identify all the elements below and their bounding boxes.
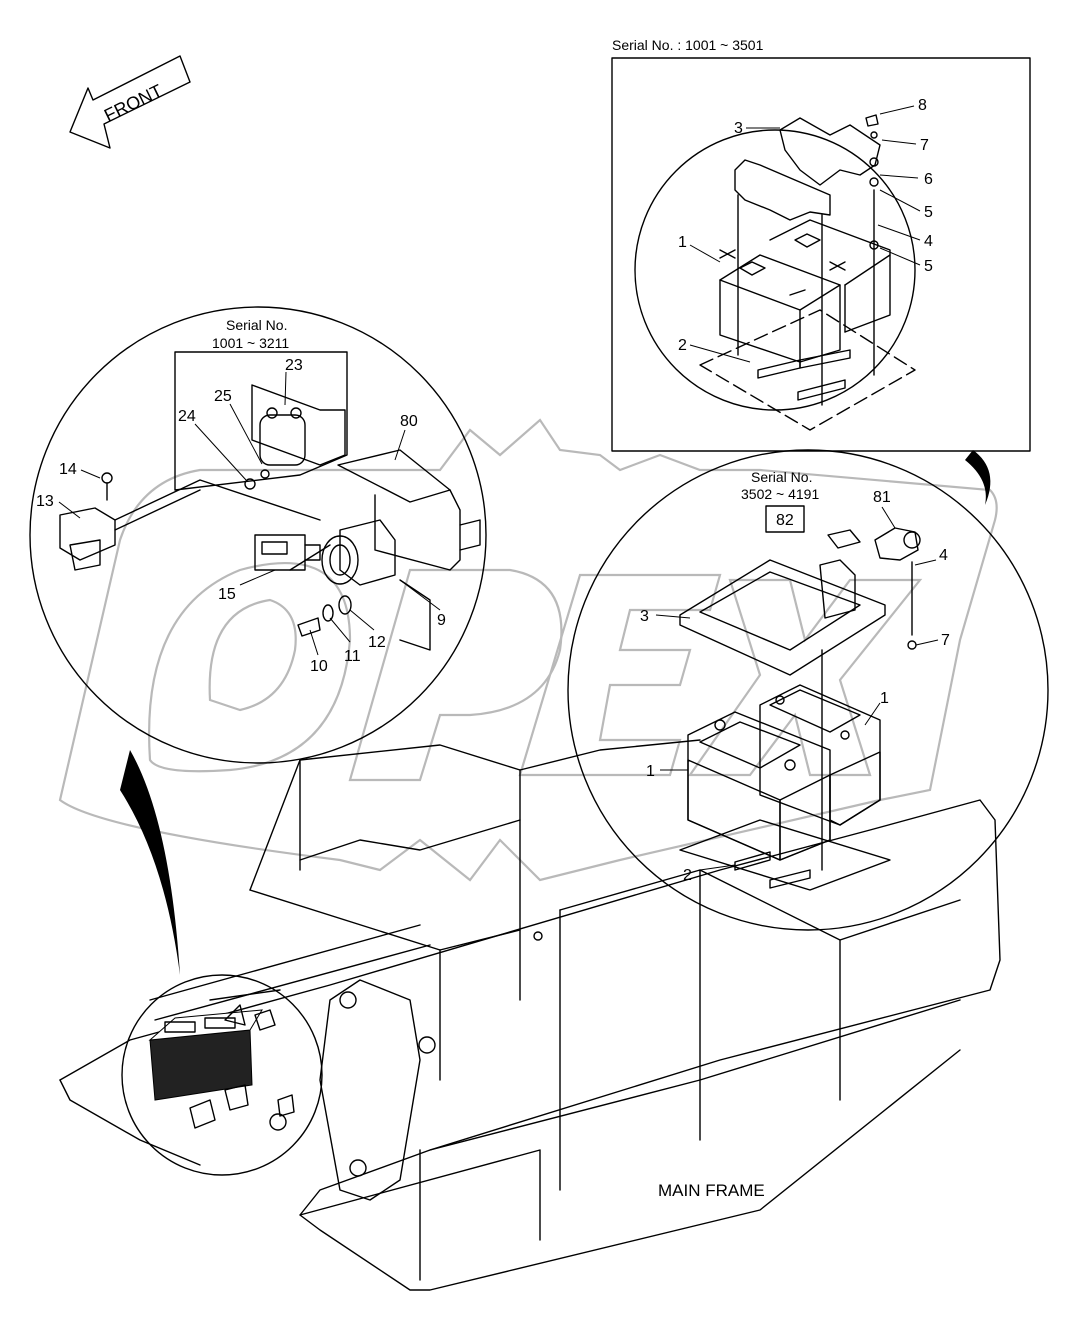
panel-b-serial-line2: 1001 ~ 3211	[212, 335, 289, 351]
panel-c-callout-4: 4	[939, 547, 948, 564]
panel-b-callout-15: 15	[218, 586, 236, 603]
panel-b-callout-10: 10	[310, 658, 328, 675]
panel-c-callout-1b: 1	[646, 763, 655, 780]
panel-b-callout-13: 13	[36, 493, 54, 510]
panel-c-callout-82: 82	[776, 512, 794, 529]
frame-battery-detail	[121, 974, 323, 1176]
panel-b-callout-12: 12	[368, 634, 386, 651]
panel-a-callout-5a: 5	[924, 204, 933, 221]
panel-a-callout-4: 4	[924, 233, 933, 250]
panel-a-callout-5b: 5	[924, 258, 933, 275]
panel-a-callout-3: 3	[734, 120, 743, 137]
front-arrow-icon: FRONT	[69, 55, 191, 149]
connector-teardrop-right	[965, 450, 991, 505]
panel-a-callout-8: 8	[918, 97, 927, 114]
panel-b-callout-25: 25	[214, 388, 232, 405]
panel-c-serial-line1: Serial No.	[751, 469, 812, 485]
panel-c-callout-7: 7	[941, 632, 950, 649]
panel-b-callout-9: 9	[437, 612, 446, 629]
panel-c-callout-1a: 1	[880, 690, 889, 707]
connector-teardrop-left	[120, 750, 180, 975]
panel-c-callout-2: 2	[683, 867, 692, 884]
panel-a-callout-1: 1	[678, 234, 687, 251]
panel-b-callout-11: 11	[344, 648, 361, 665]
panel-b-callout-80: 80	[400, 413, 418, 430]
panel-a-callout-6: 6	[924, 171, 933, 188]
panel-c-serial-line2: 3502 ~ 4191	[741, 486, 819, 502]
main-frame-label: MAIN FRAME	[658, 1181, 765, 1200]
panel-a-serial-header: Serial No. : 1001 ~ 3501	[612, 37, 764, 53]
panel-a: Serial No. : 1001 ~ 3501	[611, 37, 1031, 452]
panel-a-callout-2: 2	[678, 337, 687, 354]
panel-a-callout-7: 7	[920, 137, 929, 154]
panel-c-callout-3: 3	[640, 608, 649, 625]
opex-watermark	[58, 418, 998, 882]
panel-b-callout-14: 14	[59, 461, 77, 478]
main-frame	[59, 739, 1001, 1291]
panel-b-callout-24: 24	[178, 408, 196, 425]
front-label: FRONT	[101, 80, 165, 125]
panel-c: Serial No. 3502 ~ 4191 82	[567, 449, 1049, 931]
panel-c-callout-81: 81	[873, 489, 891, 506]
panel-b-serial-line1: Serial No.	[226, 317, 287, 333]
panel-b: Serial No. 1001 ~ 3211	[29, 306, 487, 764]
panel-b-callout-23: 23	[285, 357, 303, 374]
